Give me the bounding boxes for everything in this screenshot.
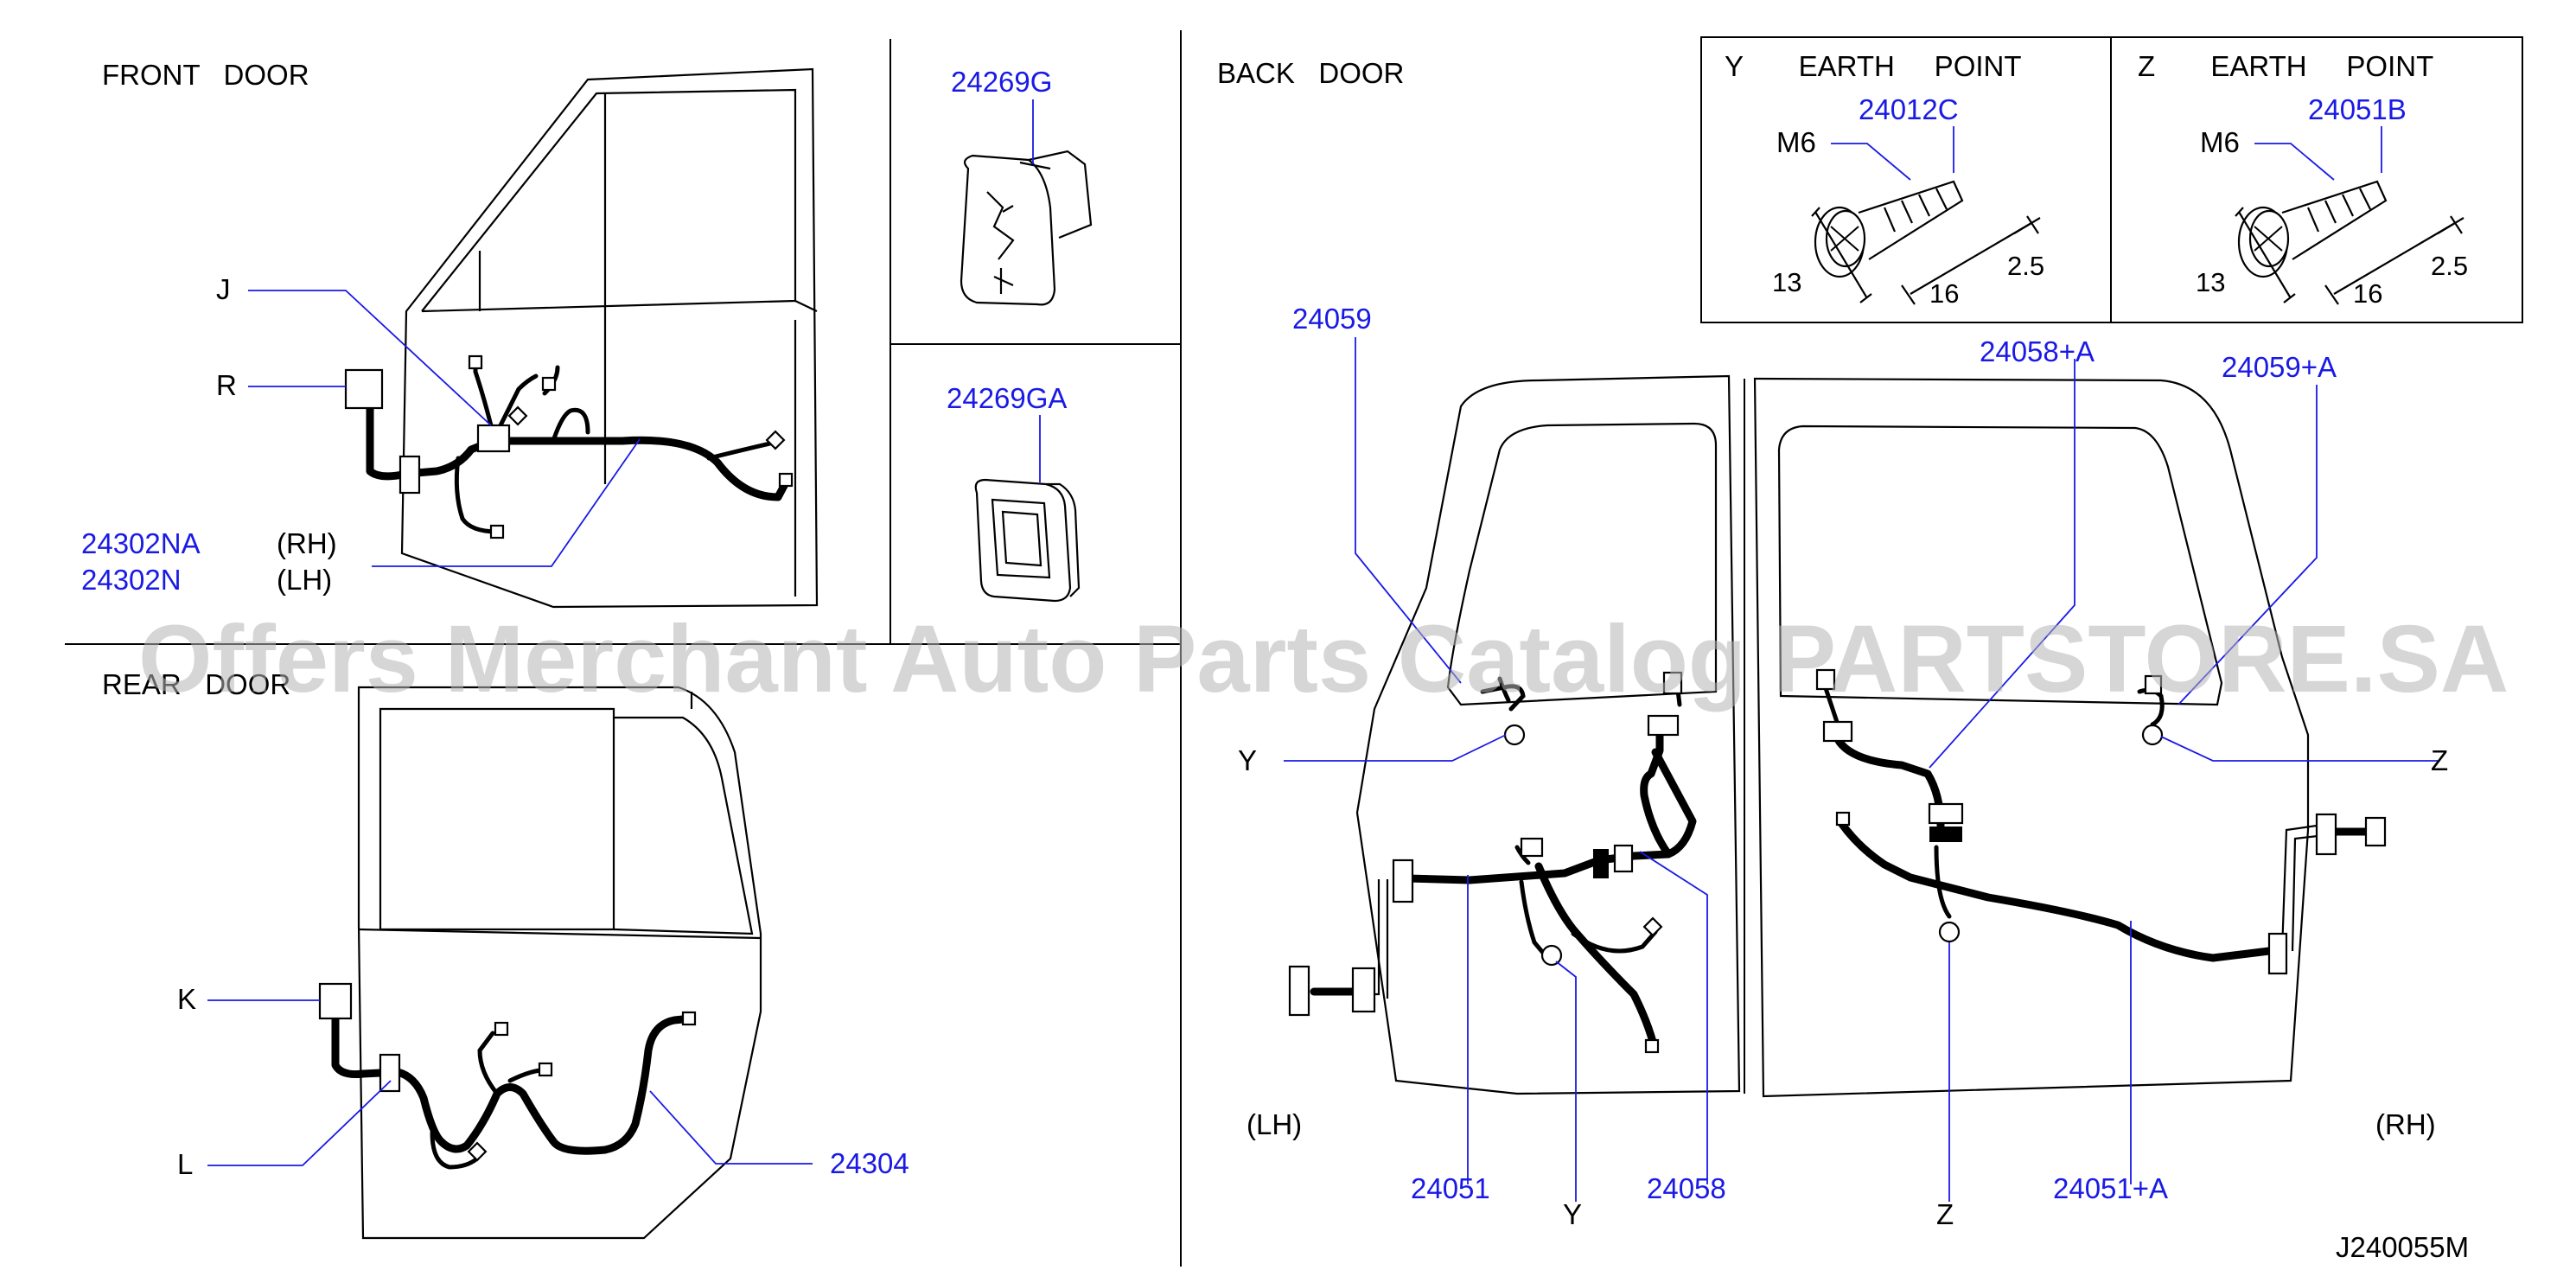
drawing-code: J240055M — [2336, 1231, 2469, 1263]
front-door-drawing — [400, 67, 819, 609]
back-label-y-lower: Y — [1563, 1198, 1582, 1230]
earth-y-title: Y EARTH POINT — [1725, 50, 2022, 82]
watermark: Offers Merchant Auto Parts Catalog PARTS… — [138, 606, 2509, 712]
back-door-rh-harness — [1821, 680, 2373, 962]
front-lh-label: (LH) — [277, 564, 332, 596]
earth-z-bolt-label: M6 — [2200, 126, 2240, 158]
clip-part-24269ga: 24269GA — [947, 382, 1067, 414]
clip-part-24269g: 24269G — [951, 66, 1052, 98]
earth-z-title: Z EARTH POINT — [2138, 50, 2433, 82]
clip-24269g-drawing — [960, 150, 1093, 306]
earth-y-part: 24012C — [1859, 93, 1959, 125]
back-lh-label: (LH) — [1247, 1108, 1302, 1140]
back-part-24058: 24058 — [1647, 1172, 1726, 1204]
back-label-y-upper: Y — [1238, 744, 1257, 776]
front-part-24302n: 24302N — [81, 564, 182, 596]
rear-door-harness — [331, 1007, 696, 1170]
rear-label-k: K — [177, 983, 196, 1015]
front-door-leaders — [248, 290, 641, 567]
earth-z-dim-pitch: 2.5 — [2431, 251, 2468, 281]
back-part-24051: 24051 — [1411, 1172, 1490, 1204]
back-door-title: BACK DOOR — [1217, 57, 1404, 89]
earth-z-bolt-icon — [2235, 126, 2464, 305]
front-door-harness — [366, 359, 789, 534]
panel-dividers — [65, 30, 1182, 1267]
rear-door-drawing — [357, 686, 762, 1240]
back-label-z-lower: Z — [1936, 1198, 1954, 1230]
front-door-title: FRONT DOOR — [102, 59, 309, 91]
back-part-24059: 24059 — [1292, 303, 1372, 335]
front-part-24302na: 24302NA — [81, 527, 201, 559]
back-door-leaders — [1284, 337, 2438, 1202]
front-door-connectors — [344, 354, 794, 539]
front-label-r: R — [216, 369, 237, 401]
front-rh-label: (RH) — [277, 527, 337, 559]
back-label-z-upper: Z — [2431, 744, 2448, 776]
back-rh-label: (RH) — [2375, 1108, 2436, 1140]
rear-part-24304: 24304 — [830, 1147, 909, 1179]
rear-door-leaders — [207, 999, 813, 1166]
earth-y-bolt-label: M6 — [1776, 126, 1816, 158]
earth-y-dim-diameter: 13 — [1772, 267, 1801, 297]
back-door-lh-connectors — [1288, 671, 1683, 1054]
front-label-j: J — [216, 273, 231, 305]
back-door-rh-connectors — [1815, 668, 2387, 975]
earth-y-bolt-icon — [1811, 126, 2041, 305]
earth-z-part: 24051B — [2308, 93, 2407, 125]
earth-z-dim-diameter: 13 — [2196, 267, 2225, 297]
back-part-24058a: 24058+A — [1980, 335, 2095, 367]
rear-door-title: REAR DOOR — [102, 668, 290, 700]
back-part-24059a: 24059+A — [2222, 351, 2337, 383]
clip-24269ga-drawing — [974, 478, 1081, 603]
back-part-24051a: 24051+A — [2053, 1172, 2168, 1204]
rear-door-connectors — [318, 982, 697, 1162]
back-door-drawing — [1355, 374, 2310, 1098]
rear-label-l: L — [177, 1148, 193, 1180]
earth-z-dim-length: 16 — [2353, 278, 2382, 309]
earth-y-dim-pitch: 2.5 — [2007, 251, 2044, 281]
earth-y-dim-length: 16 — [1929, 278, 1959, 309]
